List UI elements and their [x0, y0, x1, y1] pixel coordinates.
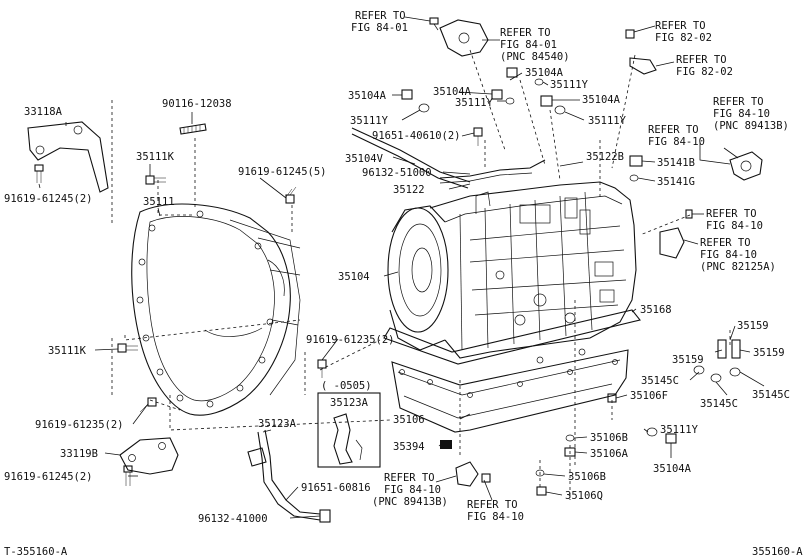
bell-housing: [131, 203, 301, 416]
label-refer-to: REFER TO: [384, 472, 435, 484]
label-35122b: 35122B: [586, 151, 624, 163]
label-35111k: 35111K: [136, 151, 175, 163]
label-35159: 35159: [753, 347, 785, 359]
label-35111y: 35111Y: [588, 115, 627, 127]
label-refer-to: REFER TO: [706, 208, 757, 220]
small-parts: [27, 17, 763, 523]
label-35106f: 35106F: [630, 390, 668, 402]
transmission-case: [383, 181, 641, 433]
label-91651-60816: 91651-60816: [301, 482, 371, 494]
label-refer-to: REFER TO: [355, 10, 406, 22]
label-fig-82-02: FIG 82-02: [676, 66, 733, 78]
label-fig-84-10: FIG 84-10: [384, 484, 441, 496]
label-fig-84-01: FIG 84-01: [351, 22, 408, 34]
label-fig-84-10: FIG 84-10: [713, 108, 770, 120]
footer: T-355160-A 355160-A: [4, 546, 803, 558]
label-35122: 35122: [393, 184, 425, 196]
label-35123a: 35123A: [330, 397, 369, 409]
label-refer-to: REFER TO: [648, 124, 699, 136]
label-0505: ( -0505): [321, 380, 372, 392]
label-91619-61245-2: 91619-61245(2): [4, 471, 93, 483]
label-fig-82-02: FIG 82-02: [655, 32, 712, 44]
callout-labels: REFER TO FIG 84-01 REFER TO FIG 84-01 (P…: [4, 10, 790, 525]
label-pnc-89413b: (PNC 89413B): [372, 496, 448, 508]
label-35123a: 35123A: [258, 418, 297, 430]
label-fig-84-10: FIG 84-10: [648, 136, 705, 148]
label-35104a: 35104A: [582, 94, 621, 106]
label-pnc-82125a: (PNC 82125A): [700, 261, 776, 273]
footer-left-code: T-355160-A: [4, 546, 68, 558]
label-35394: 35394: [393, 441, 425, 453]
label-35111y: 35111Y: [550, 79, 589, 91]
label-fig-84-10: FIG 84-10: [706, 220, 763, 232]
label-91619-61235-2: 91619-61235(2): [35, 419, 124, 431]
label-fig-84-10: FIG 84-10: [700, 249, 757, 261]
label-35141g: 35141G: [657, 176, 695, 188]
reference-lines: [111, 49, 731, 500]
label-35111k: 35111K: [48, 345, 87, 357]
label-35145c: 35145C: [752, 389, 790, 401]
label-refer-to: REFER TO: [467, 499, 518, 511]
label-35111y: 35111Y: [350, 115, 389, 127]
label-35145c: 35145C: [641, 375, 679, 387]
label-35104a: 35104A: [348, 90, 387, 102]
label-35104a: 35104A: [433, 86, 472, 98]
label-96132-41000: 96132-41000: [198, 513, 268, 525]
leader-lines: [38, 16, 765, 519]
label-35104a: 35104A: [525, 67, 564, 79]
label-refer-to: REFER TO: [655, 20, 706, 32]
label-fig-84-01: FIG 84-01: [500, 39, 557, 51]
label-35106b: 35106B: [590, 432, 628, 444]
label-35111y: 35111Y: [660, 424, 699, 436]
label-35104a: 35104A: [653, 463, 692, 475]
label-refer-to: REFER TO: [676, 54, 727, 66]
label-33119b: 33119B: [60, 448, 98, 460]
label-35106q: 35106Q: [565, 490, 603, 502]
label-35141b: 35141B: [657, 157, 695, 169]
label-35106a: 35106A: [590, 448, 629, 460]
label-35111y: 35111Y: [455, 97, 494, 109]
label-35106: 35106: [393, 414, 425, 426]
label-35104: 35104: [338, 271, 370, 283]
label-refer-to: REFER TO: [713, 96, 764, 108]
label-35159: 35159: [672, 354, 704, 366]
label-refer-to: REFER TO: [500, 27, 551, 39]
label-35104v: 35104V: [345, 153, 384, 165]
label-96132-51000: 96132-51000: [362, 167, 432, 179]
label-91619-61245-2: 91619-61245(2): [4, 193, 93, 205]
label-33118a: 33118A: [24, 106, 63, 118]
label-refer-to: REFER TO: [700, 237, 751, 249]
label-91651-40610: 91651-40610(2): [372, 130, 461, 142]
label-35159: 35159: [737, 320, 769, 332]
label-pnc-84540: (PNC 84540): [500, 51, 570, 63]
label-35168: 35168: [640, 304, 672, 316]
label-35145c: 35145C: [700, 398, 738, 410]
label-35106b: 35106B: [568, 471, 606, 483]
label-91619-61245-5: 91619-61245(5): [238, 166, 327, 178]
label-35111: 35111: [143, 196, 175, 208]
label-90116-12038: 90116-12038: [162, 98, 232, 110]
label-91619-61235-2: 91619-61235(2): [306, 334, 395, 346]
label-fig-84-10: FIG 84-10: [467, 511, 524, 523]
footer-right-code: 355160-A: [752, 546, 803, 558]
label-pnc-89413b: (PNC 89413B): [713, 120, 789, 132]
